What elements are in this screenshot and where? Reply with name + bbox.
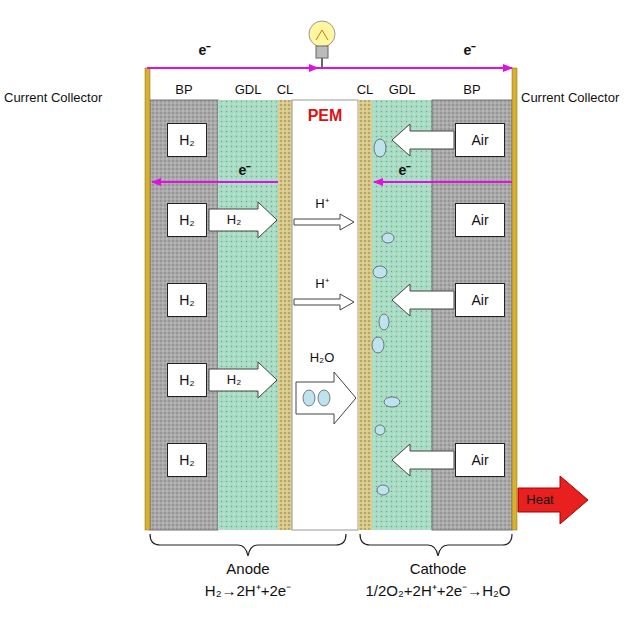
gas-channel-box: H₂: [167, 363, 207, 397]
channel-label: Air: [471, 452, 488, 469]
gas-channel-box: H₂: [167, 123, 207, 157]
gas-channel-box: Air: [455, 283, 505, 317]
gas-channel-box: Air: [455, 443, 505, 477]
gas-channel-box: H₂: [167, 443, 207, 477]
diagram-label: e⁻: [199, 42, 212, 59]
diagram-label: 1/2O₂+2H⁺+2e⁻→H₂O: [365, 582, 510, 600]
diagram-label: H₂: [227, 372, 241, 388]
diagram-label: Heat: [526, 492, 553, 508]
diagram-label: BP: [175, 82, 192, 98]
diagram-label: GDL: [389, 82, 416, 98]
channel-label: Air: [471, 292, 488, 309]
channel-label: H₂: [179, 212, 195, 229]
diagram-label: Current Collector: [521, 90, 619, 106]
diagram-label: H⁺: [315, 276, 328, 292]
diagram-label: H⁺: [315, 196, 328, 212]
gas-channel-box: Air: [455, 123, 505, 157]
diagram-label: Cathode: [410, 560, 467, 578]
diagram-label: GDL: [235, 82, 262, 98]
channel-label: Air: [471, 132, 488, 149]
gas-channel-box: H₂: [167, 203, 207, 237]
diagram-label: CL: [357, 82, 374, 98]
channel-label: H₂: [179, 452, 195, 469]
channel-label: H₂: [179, 292, 195, 309]
diagram-label: e⁻: [464, 42, 477, 59]
diagram-label: CL: [277, 82, 294, 98]
channel-label: Air: [471, 212, 488, 229]
diagram-label: Current Collector: [4, 90, 102, 106]
diagram-label: H₂: [227, 212, 241, 228]
diagram-label: H₂→2H⁺+2e⁻: [205, 582, 291, 600]
membrane-band: PEM: [292, 100, 358, 530]
diagram-label: e⁻: [239, 162, 252, 179]
diagram-label: BP: [463, 82, 480, 98]
gas-channel-box: H₂: [167, 283, 207, 317]
diagram-label: H₂O: [310, 350, 335, 366]
channel-label: H₂: [179, 132, 195, 149]
gas-channel-box: Air: [455, 203, 505, 237]
diagram-label: Anode: [226, 560, 269, 578]
channel-label: H₂: [179, 372, 195, 389]
membrane-label: PEM: [308, 106, 343, 125]
diagram-label: e⁻: [399, 162, 412, 179]
